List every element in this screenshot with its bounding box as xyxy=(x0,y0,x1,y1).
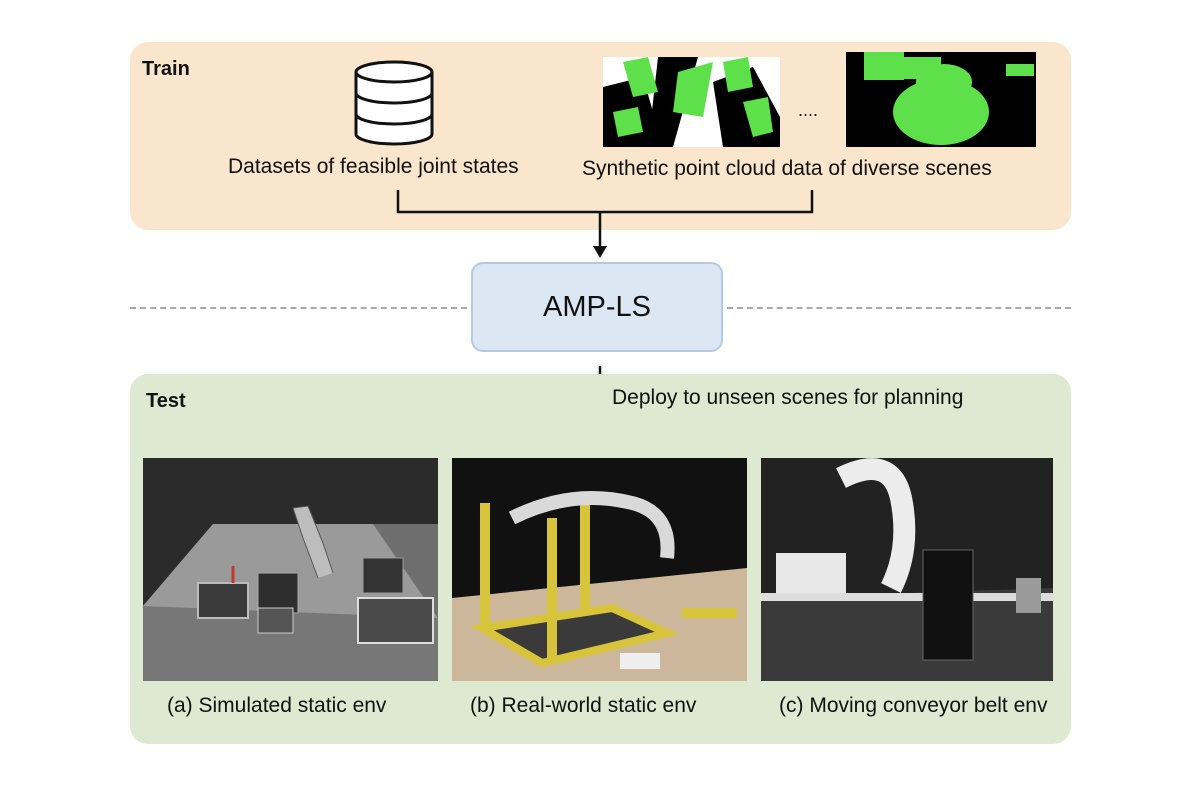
pointcloud-image-2 xyxy=(846,52,1036,147)
pointcloud-label: Synthetic point cloud data of diverse sc… xyxy=(582,157,992,180)
database-icon xyxy=(352,58,436,148)
caption-realworld: (b) Real-world static env xyxy=(470,694,697,717)
env-image-simulated xyxy=(143,458,438,681)
separator-left xyxy=(130,307,467,309)
separator-right xyxy=(727,307,1071,309)
model-box: AMP-LS xyxy=(471,262,723,352)
pointcloud-image-1 xyxy=(603,57,780,147)
caption-conveyor: (c) Moving conveyor belt env xyxy=(779,694,1048,717)
ellipsis: .... xyxy=(798,100,819,120)
env-image-conveyor xyxy=(761,458,1053,681)
model-name: AMP-LS xyxy=(543,290,651,323)
caption-simulated: (a) Simulated static env xyxy=(167,694,387,717)
env-image-realworld xyxy=(452,458,747,681)
dataset-label: Datasets of feasible joint states xyxy=(228,155,519,178)
train-title: Train xyxy=(142,58,190,80)
test-title: Test xyxy=(146,390,186,412)
deploy-label: Deploy to unseen scenes for planning xyxy=(612,386,964,409)
